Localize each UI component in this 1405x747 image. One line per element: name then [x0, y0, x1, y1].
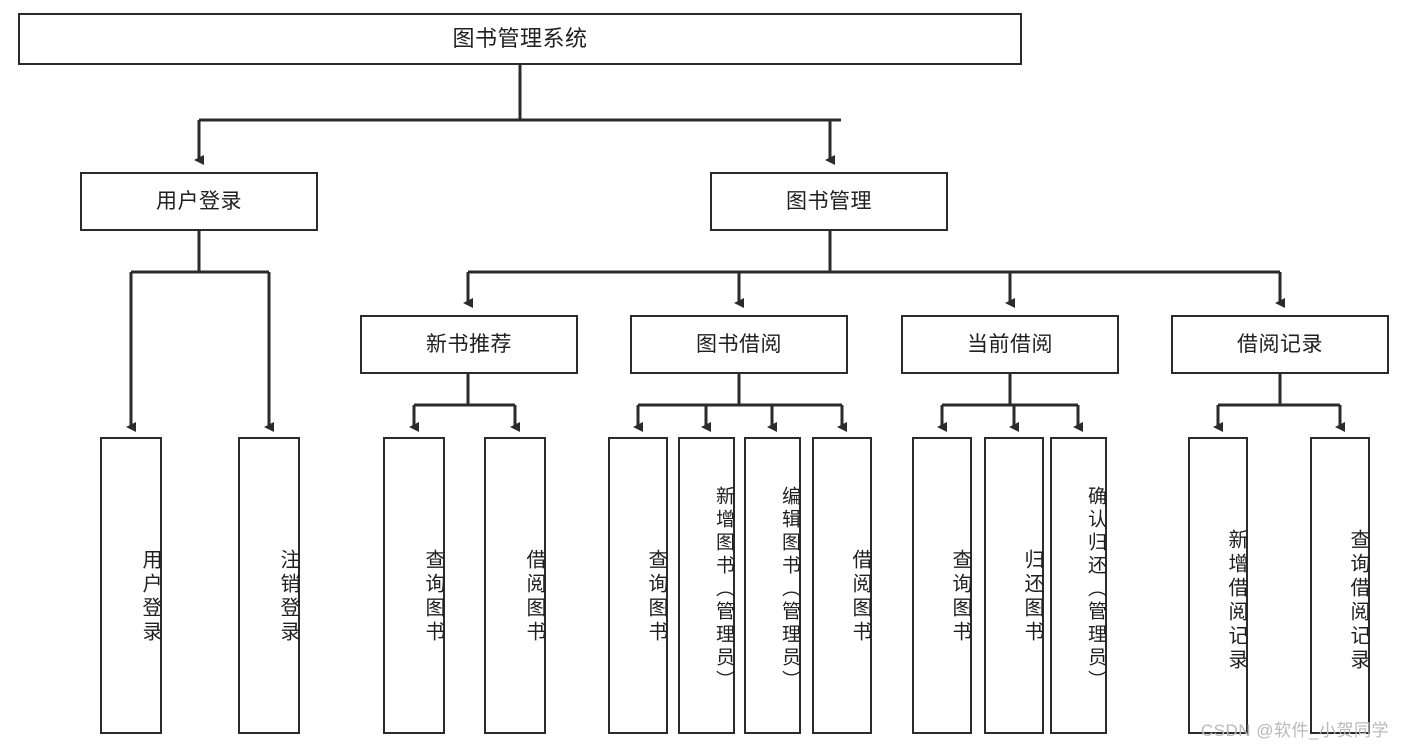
- node-label: 查询图书: [645, 548, 667, 645]
- node-label: 借阅图书: [849, 548, 871, 645]
- node-label: 查询图书: [949, 548, 971, 645]
- node-user-login[interactable]: 用户登录: [80, 172, 318, 231]
- node-label: 编辑图书（管理员）: [779, 486, 800, 693]
- leaf-borrow-books-borrowing[interactable]: 借阅图书: [812, 437, 872, 734]
- leaf-add-book-admin[interactable]: 新增图书（管理员）: [678, 437, 735, 734]
- node-label: 新增图书（管理员）: [713, 486, 734, 693]
- leaf-add-borrow-record[interactable]: 新增借阅记录: [1188, 437, 1248, 734]
- node-label: 归还图书: [1021, 548, 1043, 645]
- node-label: 图书管理系统: [452, 25, 588, 51]
- node-label: 用户登录: [139, 548, 161, 645]
- node-label: 借阅图书: [523, 548, 545, 645]
- node-label: 确认归还（管理员）: [1085, 486, 1106, 693]
- node-book-management[interactable]: 图书管理: [710, 172, 948, 231]
- node-borrowing-records[interactable]: 借阅记录: [1171, 315, 1389, 374]
- leaf-query-books-borrowing[interactable]: 查询图书: [608, 437, 668, 734]
- leaf-user-login[interactable]: 用户登录: [100, 437, 162, 734]
- leaf-query-books-current[interactable]: 查询图书: [912, 437, 972, 734]
- node-label: 新增借阅记录: [1225, 528, 1247, 673]
- node-label: 图书借阅: [696, 332, 782, 356]
- node-label: 图书管理: [786, 189, 872, 213]
- node-root-book-management-system[interactable]: 图书管理系统: [18, 13, 1022, 65]
- leaf-confirm-return-admin[interactable]: 确认归还（管理员）: [1050, 437, 1107, 734]
- csdn-watermark: CSDN @软件_小贺同学: [1200, 721, 1389, 740]
- leaf-edit-book-admin[interactable]: 编辑图书（管理员）: [744, 437, 801, 734]
- node-label: 当前借阅: [967, 332, 1053, 356]
- node-current-borrowing[interactable]: 当前借阅: [901, 315, 1119, 374]
- node-label: 注销登录: [277, 548, 299, 645]
- leaf-logout[interactable]: 注销登录: [238, 437, 300, 734]
- leaf-borrow-books-newbook[interactable]: 借阅图书: [484, 437, 546, 734]
- node-book-borrowing[interactable]: 图书借阅: [630, 315, 848, 374]
- leaf-return-books[interactable]: 归还图书: [984, 437, 1044, 734]
- leaf-query-borrow-record[interactable]: 查询借阅记录: [1310, 437, 1370, 734]
- node-label: 借阅记录: [1237, 332, 1323, 356]
- node-label: 新书推荐: [426, 332, 512, 356]
- node-label: 查询图书: [422, 548, 444, 645]
- node-new-book-recommendation[interactable]: 新书推荐: [360, 315, 578, 374]
- leaf-query-books-newbook[interactable]: 查询图书: [383, 437, 445, 734]
- node-label: 用户登录: [156, 189, 242, 213]
- node-label: 查询借阅记录: [1347, 528, 1369, 673]
